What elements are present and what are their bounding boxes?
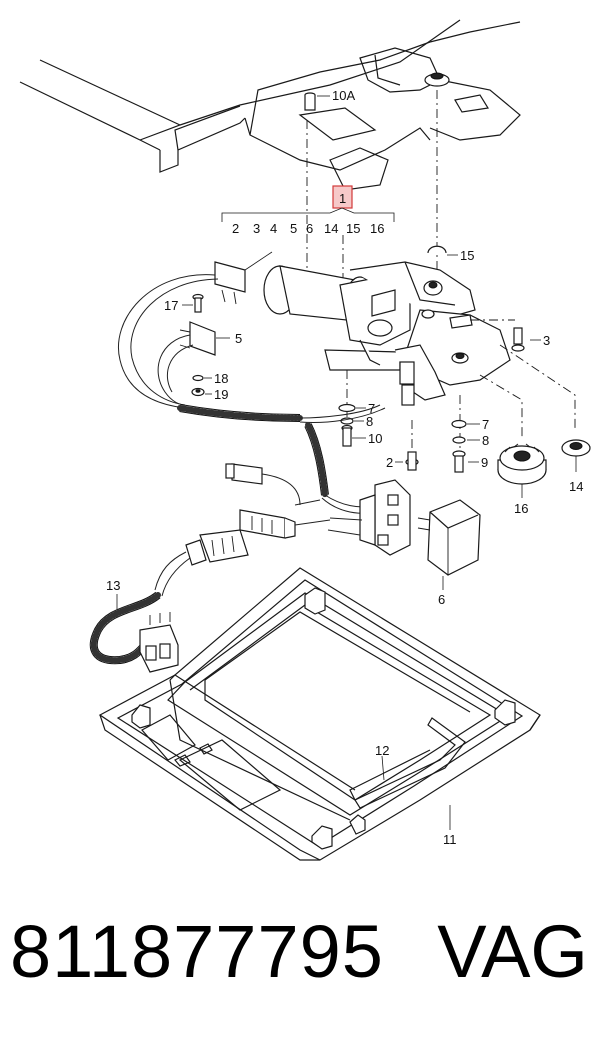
group-bracket: 2 3 4 5 6 14 15 16 xyxy=(221,207,395,236)
control-unit-housing xyxy=(327,479,411,556)
svg-text:10A: 10A xyxy=(332,88,355,103)
roof-panel xyxy=(19,19,521,191)
gear-16: 16 xyxy=(497,443,547,516)
washer-7-right: 7 xyxy=(451,417,489,432)
relay-6: 6 xyxy=(417,499,481,607)
screw-2: 2 xyxy=(386,451,419,471)
svg-text:13: 13 xyxy=(106,578,120,593)
callout-1-highlighted: 1 xyxy=(332,185,353,209)
nut-19: 19 xyxy=(191,387,228,402)
svg-text:15: 15 xyxy=(346,221,360,236)
brand-name: VAG xyxy=(437,910,588,993)
microswitch-5: 5 xyxy=(179,321,242,356)
svg-text:2: 2 xyxy=(232,221,239,236)
console-switch xyxy=(139,612,179,673)
svg-text:14: 14 xyxy=(569,479,583,494)
cable-13: 13 xyxy=(89,578,161,665)
svg-text:5: 5 xyxy=(235,331,242,346)
screw-17: 17 xyxy=(164,293,204,313)
centerline-ring-14 xyxy=(499,344,576,430)
svg-text:8: 8 xyxy=(366,414,373,429)
washer-8-left: 8 xyxy=(340,414,373,429)
microswitch-4 xyxy=(214,251,273,305)
ring-14: 14 xyxy=(561,439,591,494)
svg-text:2: 2 xyxy=(386,455,393,470)
connector-bottom xyxy=(154,529,249,597)
motor-assembly xyxy=(263,261,511,406)
svg-text:3: 3 xyxy=(543,333,550,348)
svg-text:11: 11 xyxy=(443,832,457,847)
callout-10a: 10A xyxy=(317,88,355,103)
bracket-12: 12 xyxy=(349,717,466,809)
circlip-15: 15 xyxy=(427,245,474,263)
svg-text:19: 19 xyxy=(214,387,228,402)
svg-text:17: 17 xyxy=(164,298,178,313)
svg-text:10: 10 xyxy=(368,431,382,446)
wiring-loom xyxy=(118,274,386,514)
connector-middle xyxy=(239,509,331,539)
part-number: 811877795 xyxy=(10,910,384,993)
screw-3: 3 xyxy=(511,327,550,352)
svg-text:7: 7 xyxy=(482,417,489,432)
svg-text:4: 4 xyxy=(270,221,277,236)
screw-9: 9 xyxy=(452,450,488,473)
washer-18: 18 xyxy=(192,371,228,386)
svg-text:8: 8 xyxy=(482,433,489,448)
svg-text:12: 12 xyxy=(375,743,389,758)
svg-text:6: 6 xyxy=(438,592,445,607)
svg-text:9: 9 xyxy=(481,455,488,470)
svg-text:5: 5 xyxy=(290,221,297,236)
exploded-parts-diagram: 10A 1 2 3 4 5 6 14 15 16 15 xyxy=(19,19,591,861)
svg-text:3: 3 xyxy=(253,221,260,236)
svg-text:16: 16 xyxy=(370,221,384,236)
console-tray-11: 11 xyxy=(98,567,541,861)
svg-text:1: 1 xyxy=(339,191,346,206)
screw-10: 10 xyxy=(341,424,382,447)
connector-top xyxy=(225,463,301,506)
washer-8-right: 8 xyxy=(452,433,489,448)
svg-text:15: 15 xyxy=(460,248,474,263)
svg-text:14: 14 xyxy=(324,221,338,236)
svg-text:16: 16 xyxy=(514,501,528,516)
svg-text:6: 6 xyxy=(306,221,313,236)
svg-text:18: 18 xyxy=(214,371,228,386)
